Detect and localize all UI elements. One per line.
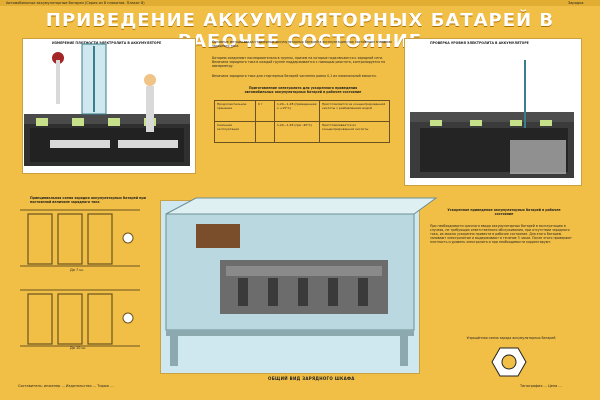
topic-note: Зарядка. bbox=[568, 1, 585, 5]
cabinet-caption: ОБЩИЙ ВИД ЗАРЯДНОГО ШКАФА bbox=[268, 376, 355, 381]
center-paragraph-3: Величина зарядного тока для стартерных б… bbox=[212, 74, 377, 78]
hydrometer-illustration bbox=[52, 43, 156, 132]
footer-right: Типография ... Цена ... bbox=[520, 384, 562, 388]
circuit-diagram-1 bbox=[20, 209, 140, 267]
level-panel-title: ПРОВЕРКА УРОВНЯ ЭЛЕКТРОЛИТА В АККУМУЛЯТО… bbox=[430, 41, 529, 45]
quick-text: При необходимости срочного ввода аккумул… bbox=[430, 224, 572, 244]
cell-note: Приготавливается из концентрированной ки… bbox=[319, 121, 390, 143]
quick-footer: Упрощённая схема заряда аккумуляторных б… bbox=[466, 336, 556, 340]
circuit-title: Принципиальная схема зарядки аккумулятор… bbox=[30, 196, 146, 204]
center-paragraph-2: Батарею соединяют последовательно в груп… bbox=[212, 56, 386, 68]
density-panel-title: ИЗМЕРЕНИЕ ПЛОТНОСТИ ЭЛЕКТРОЛИТА В АККУМУ… bbox=[52, 41, 162, 45]
top-strip bbox=[0, 0, 600, 6]
electrolyte-table: Продолжительное хранение 0 г 1,24—1,28 (… bbox=[214, 100, 390, 143]
quick-title: Ускоренное приведение аккумуляторных бат… bbox=[447, 208, 561, 216]
table-title: Приготовление электролита для ускоренног… bbox=[244, 86, 362, 94]
footer-left: Составитель: инженер ... Издательство ..… bbox=[18, 384, 114, 388]
poster-title: ПРИВЕДЕНИЕ АККУМУЛЯТОРНЫХ БАТАРЕЙ В РАБО… bbox=[45, 10, 555, 52]
series-note: Автомобильные аккумуляторные батареи (Се… bbox=[6, 1, 145, 5]
circuit-label-1: До 7 ш. bbox=[70, 268, 84, 272]
table-row: Сезонная эксплуатация 1,24—1,28 (при -40… bbox=[214, 121, 390, 143]
charging-cabinet-illustration bbox=[165, 197, 438, 366]
center-paragraph-1: Основные методы ввода стартерных аккумул… bbox=[212, 40, 392, 48]
circuit-diagram-2 bbox=[20, 289, 140, 347]
emblem-illustration bbox=[491, 347, 527, 377]
battery-left-illustration bbox=[24, 114, 190, 166]
circuit-label-2: До 10 ш. bbox=[70, 346, 86, 350]
level-check-illustration bbox=[410, 60, 574, 178]
